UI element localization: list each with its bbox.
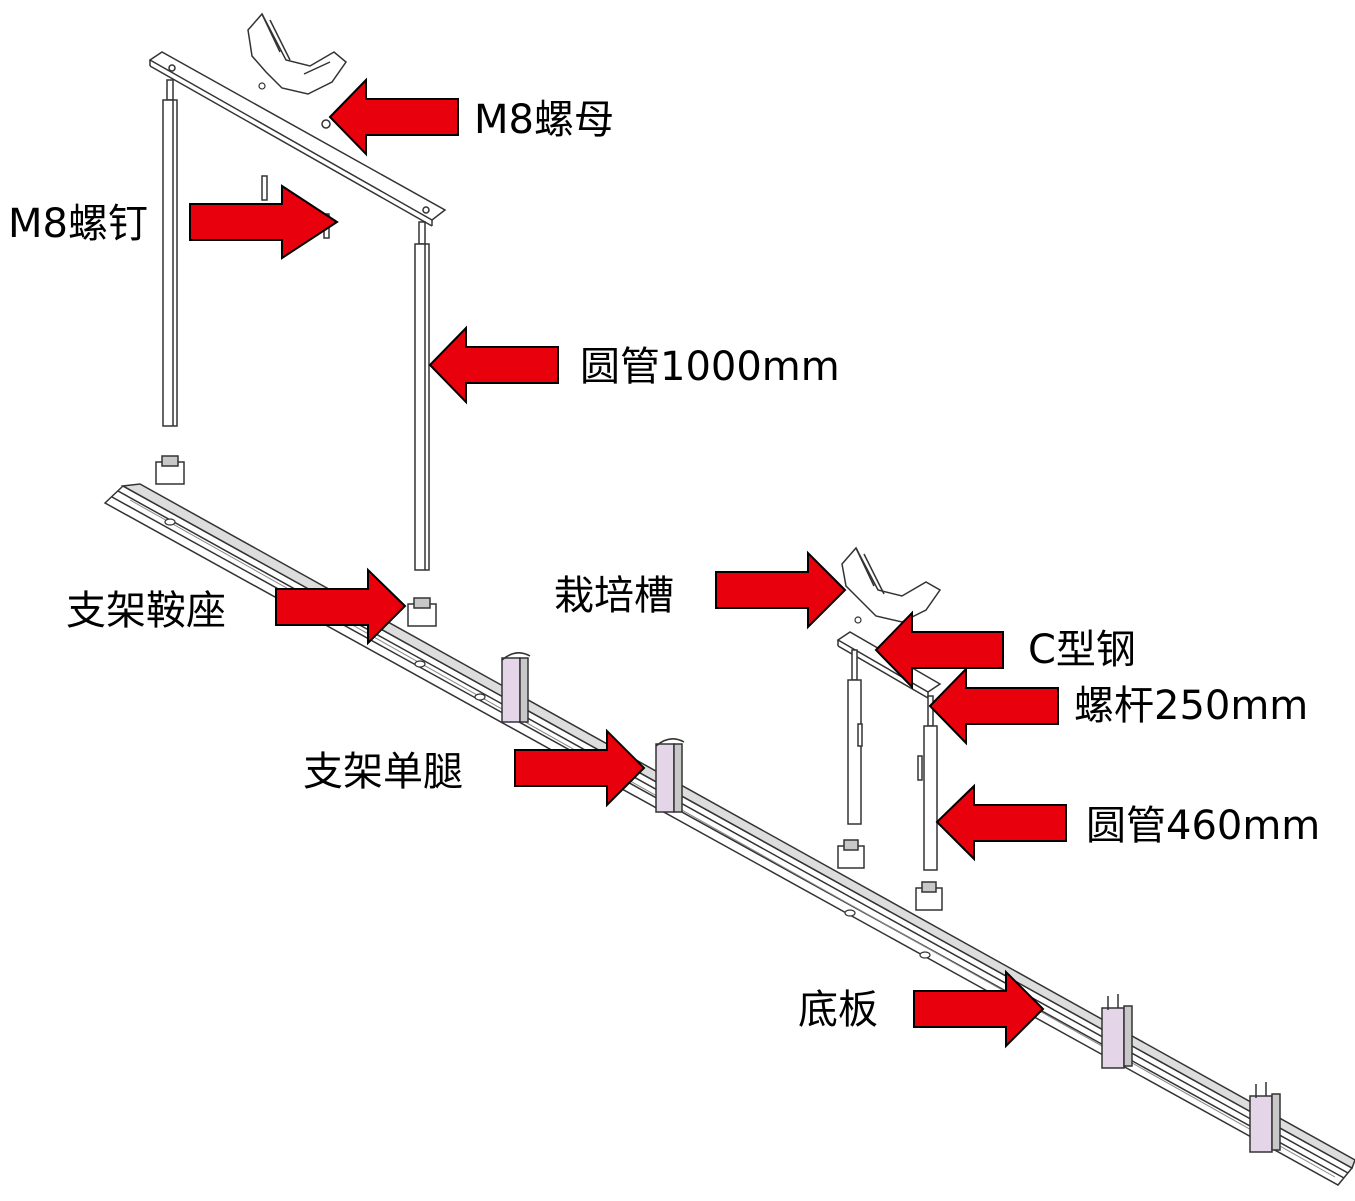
arrow-m8-screw	[189, 184, 339, 260]
arrow-cultivation-trough	[715, 550, 847, 630]
label-bracket-single-leg: 支架单腿	[303, 749, 463, 795]
label-cultivation-trough: 栽培槽	[554, 573, 674, 619]
bracket-single-leg-3	[1101, 994, 1133, 1069]
arrow-m8-nut	[328, 77, 459, 157]
arrow-screw-rod-250	[928, 666, 1059, 746]
label-round-tube-1000: 圆管1000mm	[580, 344, 840, 390]
arrow-bracket-saddle	[275, 567, 407, 646]
label-c-steel: C型钢	[1028, 627, 1136, 673]
label-round-tube-460: 圆管460mm	[1086, 803, 1321, 849]
bracket-saddle-large-left	[155, 455, 185, 485]
label-m8-screw: M8螺钉	[8, 201, 148, 247]
label-base-plate: 底板	[798, 987, 878, 1033]
bracket-saddle-large-right	[407, 597, 437, 627]
arrow-round-tube-1000	[428, 325, 559, 405]
label-m8-nut: M8螺母	[474, 97, 614, 143]
cultivation-trough-large	[247, 12, 348, 95]
bracket-single-leg-4	[1249, 1082, 1281, 1153]
bracket-single-leg-1	[501, 652, 531, 723]
round-tube-1000-right	[414, 221, 430, 571]
round-tube-460-left	[847, 679, 863, 825]
bracket-single-leg-2	[655, 738, 685, 813]
m8-nut-large	[321, 119, 331, 129]
round-tube-1000-left	[162, 79, 178, 427]
arrow-round-tube-460	[935, 783, 1067, 862]
round-tube-460-right	[917, 725, 938, 871]
arrow-bracket-single-leg	[514, 728, 646, 808]
bracket-saddle-small-right	[915, 881, 943, 911]
arrow-c-steel	[874, 610, 1004, 690]
label-screw-rod-250: 螺杆250mm	[1074, 683, 1309, 729]
bracket-saddle-small-left	[837, 839, 865, 869]
c-steel-large	[148, 51, 447, 227]
label-bracket-saddle: 支架鞍座	[66, 588, 226, 634]
cultivation-trough-small	[841, 546, 942, 623]
base-plate-holes	[164, 518, 931, 959]
arrow-base-plate	[913, 969, 1045, 1049]
